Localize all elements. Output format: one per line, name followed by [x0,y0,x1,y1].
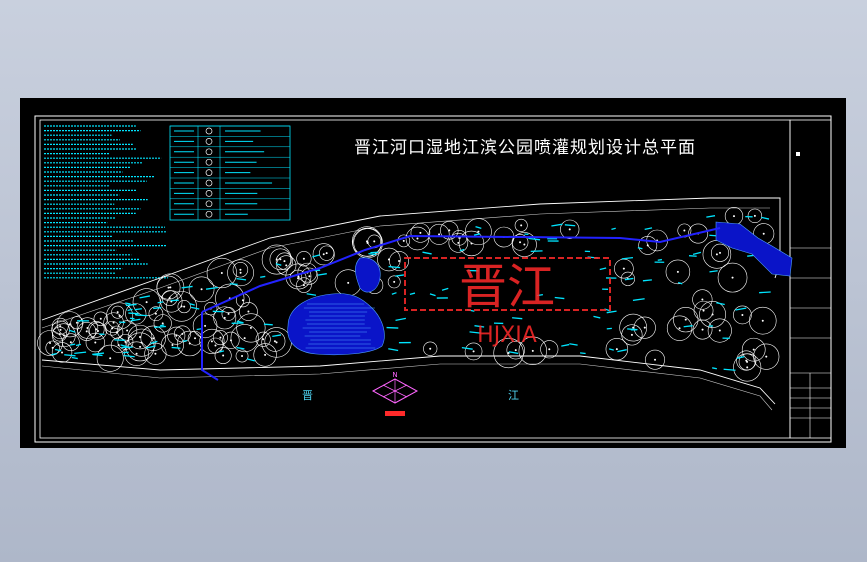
title-block-icon [789,119,832,439]
lake-hatching [302,303,376,349]
design-notes-text [44,125,169,279]
east-pond-water [715,221,793,277]
park-boundary [41,197,781,411]
pond-water [355,257,381,293]
watermark-logo: 晋江 HJXIA [404,257,611,348]
north-label: N [392,371,397,379]
watermark-sub-text: HJXIA [477,323,537,348]
outer-frame [34,115,832,443]
cad-drawing-viewport[interactable]: 晋江 HJXIA N 晋江河口湿地江滨公园喷灌规划设计总平面 晋 江 [20,98,846,448]
river-label-right: 江 [508,389,519,402]
north-arrow-icon: N [371,371,419,416]
site-plan-drawing[interactable]: 晋江 HJXIA N [20,98,846,448]
river-label-left: 晋 [302,389,313,402]
irrigation-main-pipe [201,227,721,313]
irrigation-branch-pipe [201,312,219,381]
watermark-main-text: 晋江 [459,259,555,315]
tree-symbols [37,206,780,382]
legend-table [169,125,291,221]
planting-annotations [51,215,771,371]
drawing-title: 晋江河口湿地江滨公园喷灌规划设计总平面 [354,138,696,158]
